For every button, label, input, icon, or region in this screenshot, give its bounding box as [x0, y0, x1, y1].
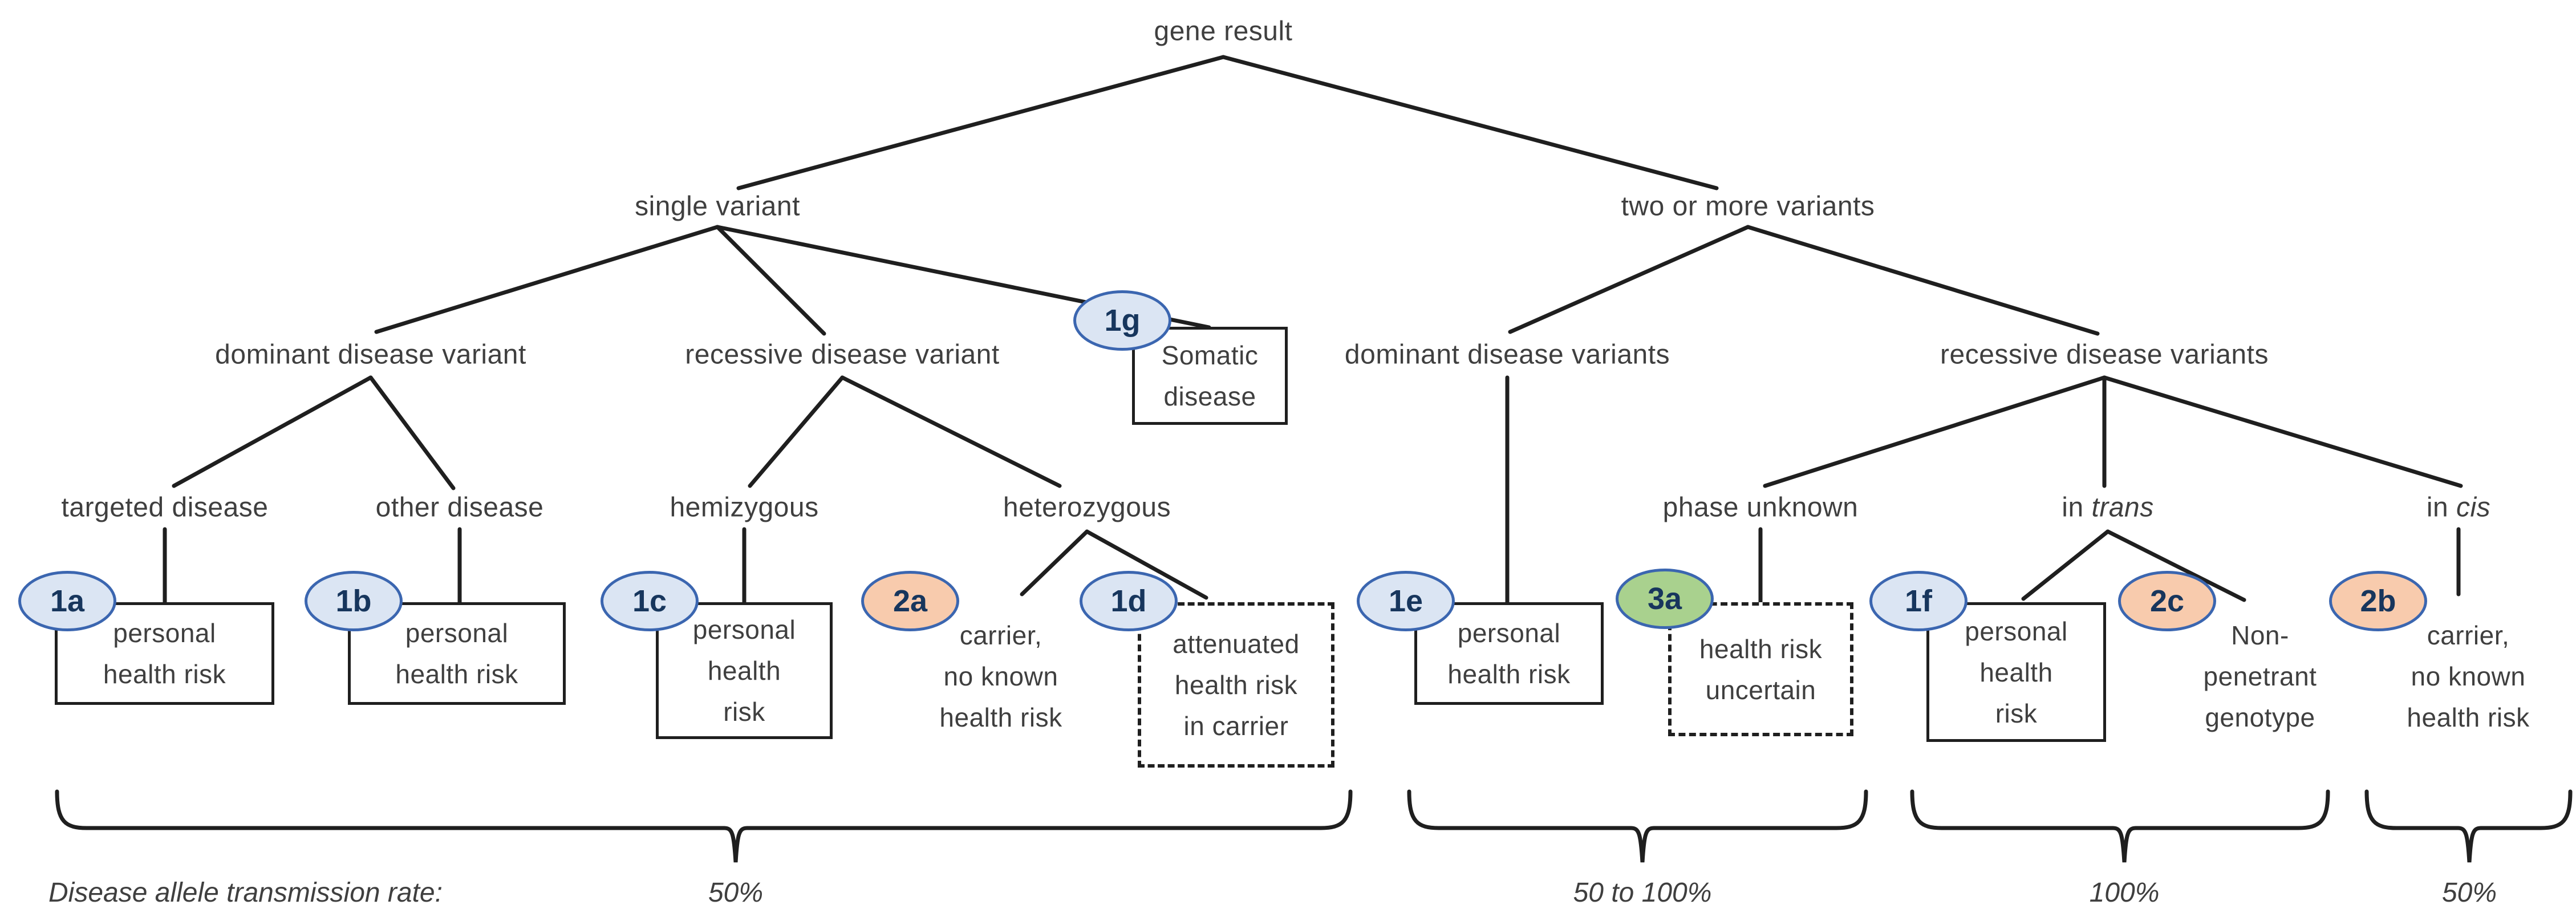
category-badge-3a: 3a — [1616, 569, 1714, 629]
category-badge-2c: 2c — [2118, 571, 2216, 631]
tree-edge-0 — [736, 55, 1226, 190]
node-label-targeted-disease: targeted disease — [61, 492, 269, 523]
category-badge-2b: 2b — [2329, 571, 2427, 631]
node-label-in-cis: in cis — [2426, 492, 2491, 523]
tree-edge-19 — [2102, 375, 2463, 488]
tree-edge-14 — [1508, 225, 1750, 334]
leaf-line: health risk — [103, 659, 226, 689]
tree-edge-21 — [2021, 529, 2110, 601]
leaf-line: no known — [2411, 662, 2526, 691]
leaf-line: attenuated — [1173, 629, 1300, 659]
tree-edge-2 — [374, 225, 720, 334]
node-label-dominant-disease-variants: dominant disease variants — [1344, 339, 1670, 370]
node-label-phase-unknown: phase unknown — [1662, 492, 1859, 523]
leaf-line: risk — [1995, 698, 2038, 728]
tree-edge-22 — [2106, 529, 2246, 602]
tree-edge-1 — [1221, 55, 1719, 190]
leaf-line: personal — [692, 615, 796, 644]
leaf-text-2c: Non-penetrant genotype — [2204, 615, 2317, 738]
tree-edge-8 — [840, 375, 1062, 488]
leaf-box-1a: personal health risk — [55, 602, 274, 705]
transmission-rate-brace-1 — [55, 789, 1353, 863]
leaf-line: health risk — [1447, 659, 1571, 689]
category-badge-1a: 1a — [18, 571, 116, 631]
transmission-rate-brace-4 — [2364, 789, 2573, 863]
node-label-in-trans: in trans — [2062, 492, 2154, 523]
leaf-text-2b: carrier, no known health risk — [2407, 615, 2529, 738]
leaf-line: health risk — [1699, 634, 1823, 664]
leaf-box-1e: personal health risk — [1414, 602, 1604, 705]
category-badge-1d: 1d — [1080, 571, 1178, 631]
leaf-line: health risk — [1174, 670, 1298, 700]
category-badge-1c: 1c — [601, 571, 699, 631]
node-label-other-disease: other disease — [375, 492, 544, 523]
leaf-box-1f: personal health risk — [1926, 602, 2106, 742]
leaf-line: health risk — [939, 703, 1062, 732]
node-label-recessive-disease-variants: recessive disease variants — [1940, 339, 2269, 370]
leaf-line: risk — [723, 697, 765, 727]
leaf-line: carrier, — [959, 620, 1042, 650]
node-label-hemizygous: hemizygous — [670, 492, 819, 523]
transmission-rate-caption: Disease allele transmission rate: — [48, 878, 443, 908]
leaf-line: personal — [113, 618, 216, 648]
leaf-box-1g: Somatic disease — [1132, 327, 1288, 425]
leaf-text-2a: carrier, no known health risk — [939, 615, 1062, 738]
node-label-gene-result: gene result — [1154, 16, 1293, 47]
rate-label-4: 50% — [2441, 878, 2497, 908]
rate-label-1: 50% — [708, 878, 764, 908]
category-badge-1f: 1f — [1869, 571, 1968, 631]
tree-edge-15 — [1746, 225, 2100, 336]
node-label-single-variant: single variant — [635, 191, 800, 222]
tree-edge-13 — [1085, 529, 1208, 600]
leaf-line: carrier, — [2427, 620, 2510, 650]
rate-label-3: 100% — [2089, 878, 2160, 908]
leaf-line: disease — [1163, 382, 1256, 411]
node-label-two-or-more-variants: two or more variants — [1621, 191, 1875, 222]
leaf-box-1c: personal health risk — [656, 602, 833, 739]
leaf-line: penetrant — [2203, 662, 2317, 691]
leaf-box-3a: health risk uncertain — [1668, 602, 1853, 736]
node-label-heterozygous: heterozygous — [1003, 492, 1171, 523]
category-badge-2a: 2a — [861, 571, 959, 631]
leaf-line: health — [1979, 657, 2053, 687]
leaf-line: no known — [943, 662, 1058, 691]
category-badge-1e: 1e — [1357, 571, 1455, 631]
leaf-box-1d: attenuated health risk in carrier — [1138, 602, 1334, 768]
tree-edge-17 — [1763, 375, 2107, 488]
tree-edge-3 — [715, 225, 826, 336]
tree-edge-5 — [172, 375, 373, 488]
leaf-line: health risk — [2407, 703, 2530, 732]
node-label-recessive-disease-variant: recessive disease variant — [685, 339, 1000, 370]
rate-label-2: 50 to 100% — [1573, 878, 1712, 908]
leaf-line: Non- — [2231, 620, 2289, 650]
leaf-line: uncertain — [1705, 675, 1816, 705]
leaf-line: Somatic — [1161, 340, 1259, 370]
node-label-dominant-disease-variant: dominant disease variant — [215, 339, 526, 370]
leaf-line: in carrier — [1183, 711, 1289, 741]
leaf-line: personal — [1965, 616, 2068, 646]
leaf-line: personal — [1457, 618, 1561, 648]
tree-edge-6 — [368, 375, 456, 490]
tree-edge-12 — [1020, 529, 1089, 597]
leaf-line: genotype — [2205, 703, 2315, 732]
transmission-rate-brace-3 — [1910, 789, 2330, 863]
category-badge-1g: 1g — [1073, 290, 1171, 351]
leaf-line: personal — [405, 618, 509, 648]
leaf-line: health risk — [395, 659, 518, 689]
transmission-rate-brace-2 — [1407, 789, 1868, 863]
category-badge-1b: 1b — [305, 571, 403, 631]
tree-edge-7 — [748, 375, 845, 488]
leaf-line: health — [707, 656, 781, 685]
